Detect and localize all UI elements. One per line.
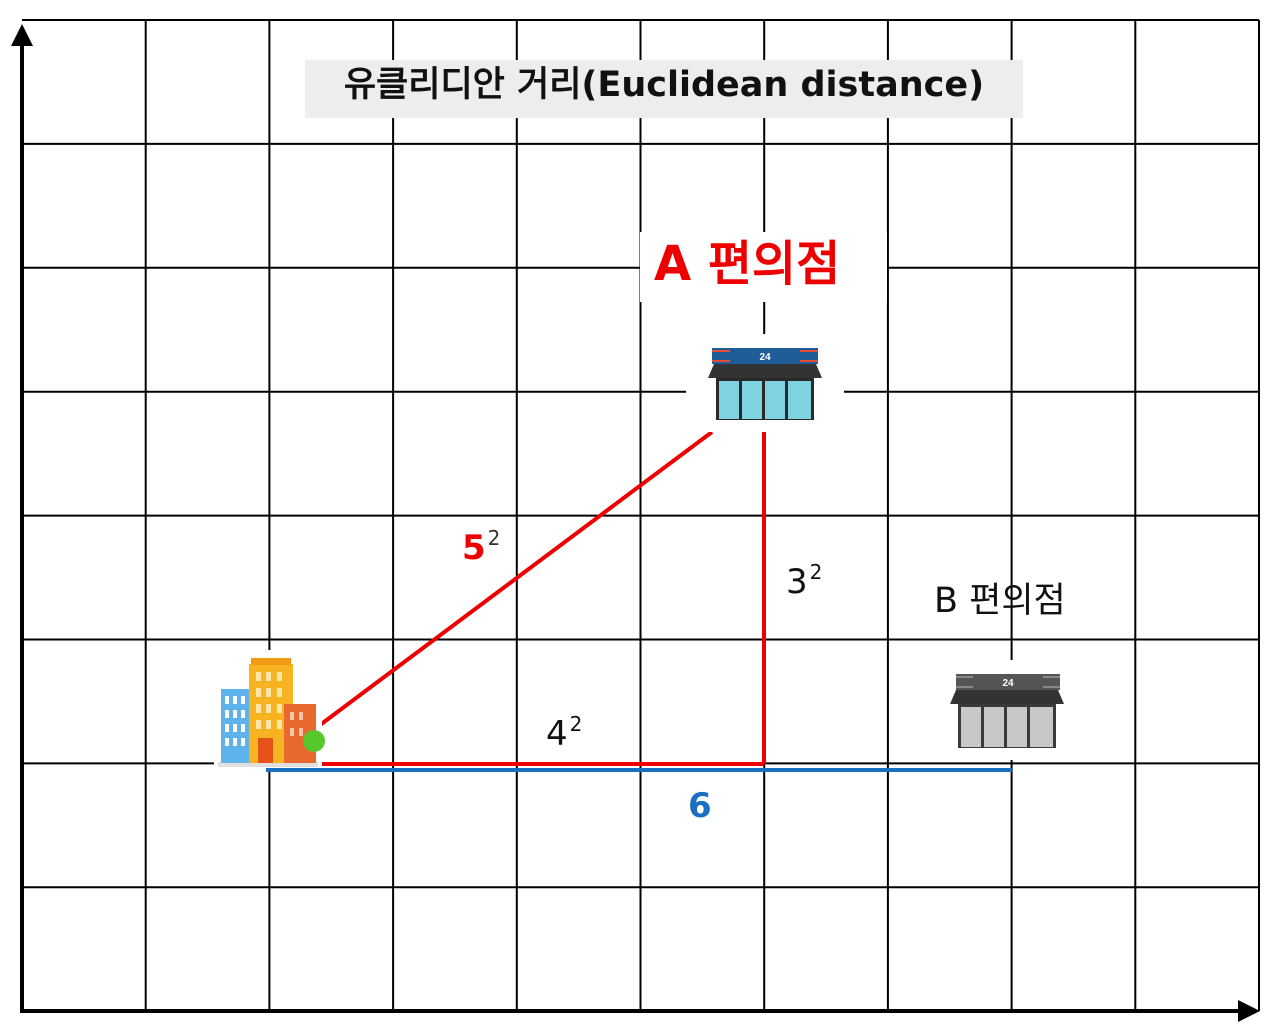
store-a-label-background <box>640 232 887 302</box>
y-axis-arrow <box>11 24 33 46</box>
axes <box>11 24 1260 1022</box>
horizontal-base: 4 <box>546 714 568 754</box>
hypotenuse-line <box>314 430 714 730</box>
store-b-label: B 편의점 <box>934 581 1066 621</box>
title-background <box>305 60 1023 118</box>
vertical-exponent: 2 <box>809 560 823 584</box>
office-building-icon <box>214 650 325 768</box>
store-a-label: A 편의점 <box>654 236 841 292</box>
convenience-store-gray-icon: 24 <box>940 660 1064 760</box>
tree-icon <box>303 730 325 752</box>
convenience-store-icon: 24 <box>686 334 844 432</box>
horizontal-exponent: 2 <box>569 712 583 736</box>
hypotenuse-exponent: 2 <box>487 526 501 550</box>
grid-lines <box>22 19 1260 1011</box>
vertical-base: 3 <box>786 562 808 602</box>
b-distance-label: 6 <box>688 786 712 826</box>
hypotenuse-base: 5 <box>462 528 486 568</box>
store-a-sign: 24 <box>759 352 771 363</box>
diagram-title: 유클리디안 거리(Euclidean distance) <box>343 65 985 105</box>
x-axis-arrow <box>1238 1000 1260 1022</box>
store-b-sign: 24 <box>1002 678 1014 689</box>
